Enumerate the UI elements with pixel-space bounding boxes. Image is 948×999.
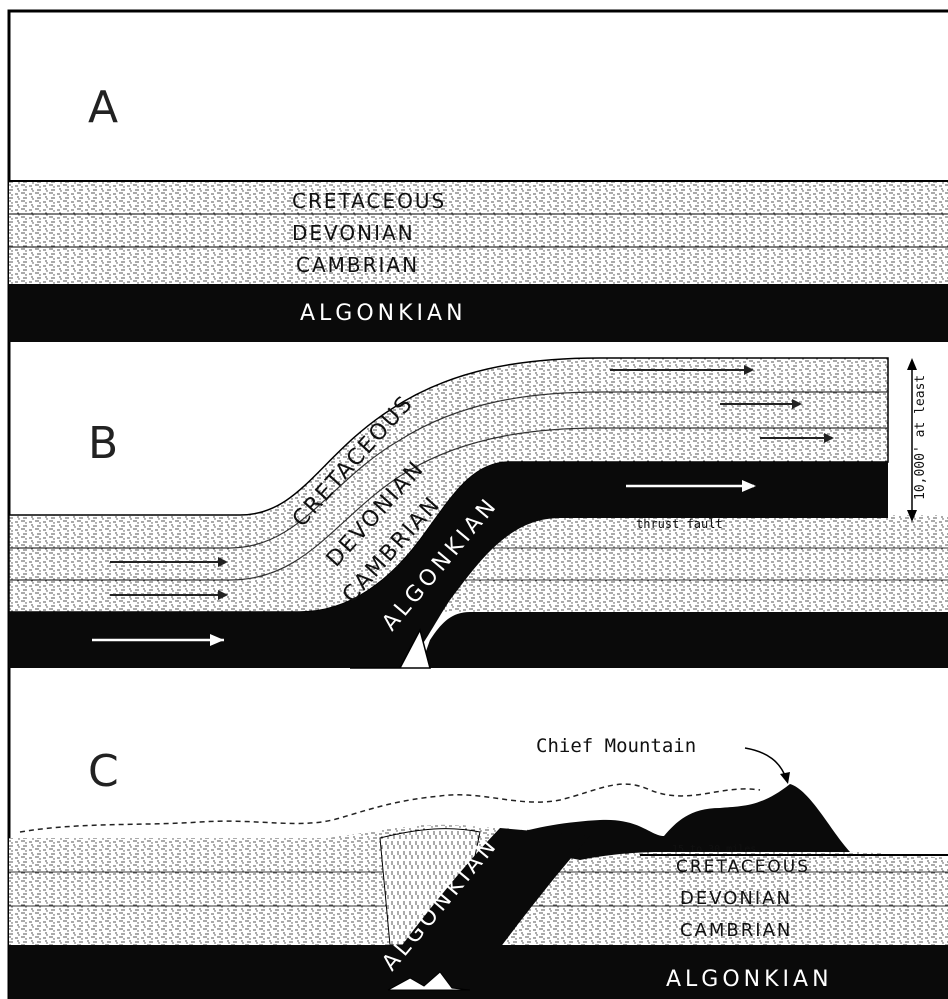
panel-a: A CRETACEOUS DEVONIAN CAMBRIAN ALGONKIAN — [9, 82, 948, 342]
panel-a-letter: A — [88, 82, 118, 133]
panel-a-layer-devonian: DEVONIAN — [292, 221, 415, 245]
panel-c-peak-arrow — [745, 748, 786, 778]
panel-b-lower-basement — [420, 612, 948, 668]
panel-a-layer-cretaceous: CRETACEOUS — [292, 189, 446, 213]
panel-a-basement — [9, 284, 948, 342]
panel-c-layer-devonian: DEVONIAN — [680, 888, 792, 909]
panel-b: B — [9, 358, 948, 668]
panel-b-thickness-marker: 10,000' at least — [907, 358, 928, 522]
panel-c-layer-cretaceous: CRETACEOUS — [676, 857, 810, 877]
panel-b-thickness-note: 10,000' at least — [913, 375, 928, 500]
panel-c-letter: C — [88, 746, 119, 797]
panel-c-peak-label: Chief Mountain — [536, 735, 696, 757]
panel-a-layer-cambrian: CAMBRIAN — [296, 253, 419, 277]
panel-b-fault-note: thrust fault — [636, 517, 723, 531]
panel-c-basement-lower-label: ALGONKIAN — [666, 967, 833, 992]
panel-c-distance-note: 15 to 30 miles — [672, 844, 756, 855]
panel-a-strata — [9, 181, 948, 284]
panel-c-eroded-profile — [20, 784, 760, 832]
panel-c-layer-cambrian: CAMBRIAN — [680, 920, 792, 941]
panel-b-letter: B — [88, 418, 118, 469]
panel-a-basement-label: ALGONKIAN — [300, 301, 467, 326]
panel-c: C Chief Mountain 15 to 30 miles CRETACEO… — [9, 735, 948, 999]
